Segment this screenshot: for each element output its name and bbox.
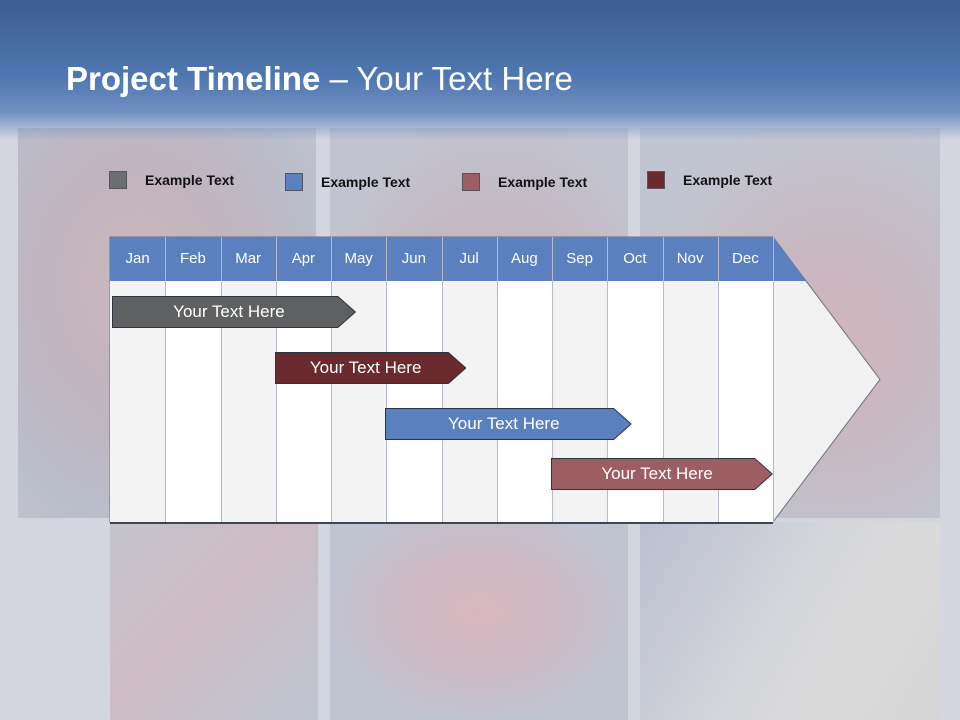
legend-swatch-3 bbox=[462, 173, 480, 191]
task-label-4: Your Text Here bbox=[601, 464, 713, 483]
timeline-baseline bbox=[110, 522, 773, 524]
legend-item-2: Example Text bbox=[285, 172, 410, 192]
month-label-mar: Mar bbox=[235, 250, 262, 267]
legend-swatch-4 bbox=[647, 171, 665, 189]
month-divider bbox=[607, 237, 609, 522]
month-label-jun: Jun bbox=[401, 250, 426, 267]
task-arrow-2: Your Text Here bbox=[274, 352, 467, 384]
month-label-dec: Dec bbox=[732, 250, 759, 267]
month-divider bbox=[165, 237, 167, 522]
month-divider bbox=[552, 237, 553, 522]
legend-label-3: Example Text bbox=[498, 174, 588, 190]
month-divider bbox=[220, 237, 222, 522]
legend-swatch-2 bbox=[285, 173, 303, 191]
month-divider bbox=[773, 237, 774, 522]
task-arrow-4: Your Text Here bbox=[551, 458, 773, 490]
task-arrow-1: Your Text Here bbox=[112, 296, 356, 328]
task-label-3: Your Text Here bbox=[448, 414, 560, 433]
title-bar bbox=[0, 0, 960, 140]
month-label-may: May bbox=[344, 250, 373, 267]
slide-title-rest: – Your Text Here bbox=[320, 60, 573, 97]
legend-item-4: Example Text bbox=[647, 170, 772, 190]
month-divider bbox=[717, 237, 719, 522]
legend-label-2: Example Text bbox=[321, 174, 411, 190]
legend-label-4: Example Text bbox=[683, 172, 773, 188]
task-label-1: Your Text Here bbox=[173, 302, 285, 321]
month-column-aug bbox=[496, 281, 552, 522]
month-label-sep: Sep bbox=[566, 250, 593, 267]
month-label-jan: Jan bbox=[125, 250, 150, 267]
legend-label-1: Example Text bbox=[145, 172, 235, 188]
timeline-header-strip bbox=[110, 237, 807, 281]
month-label-feb: Feb bbox=[179, 250, 206, 267]
month-label-apr: Apr bbox=[291, 250, 316, 267]
task-arrow-3: Your Text Here bbox=[385, 408, 633, 440]
legend-item-1: Example Text bbox=[109, 170, 234, 190]
month-label-oct: Oct bbox=[623, 250, 647, 267]
month-label-nov: Nov bbox=[676, 250, 704, 267]
legend-swatch-1 bbox=[109, 171, 127, 189]
month-label-aug: Aug bbox=[511, 250, 538, 267]
month-label-jul: Jul bbox=[459, 250, 479, 267]
month-column-jul bbox=[441, 281, 497, 522]
slide-title: Project Timeline – Your Text Here bbox=[66, 60, 573, 98]
month-divider bbox=[662, 237, 664, 522]
legend-item-3: Example Text bbox=[462, 172, 587, 192]
month-divider bbox=[496, 237, 498, 522]
task-label-2: Your Text Here bbox=[309, 358, 422, 377]
slide-title-bold: Project Timeline bbox=[66, 60, 321, 97]
month-column-jun bbox=[386, 281, 442, 522]
